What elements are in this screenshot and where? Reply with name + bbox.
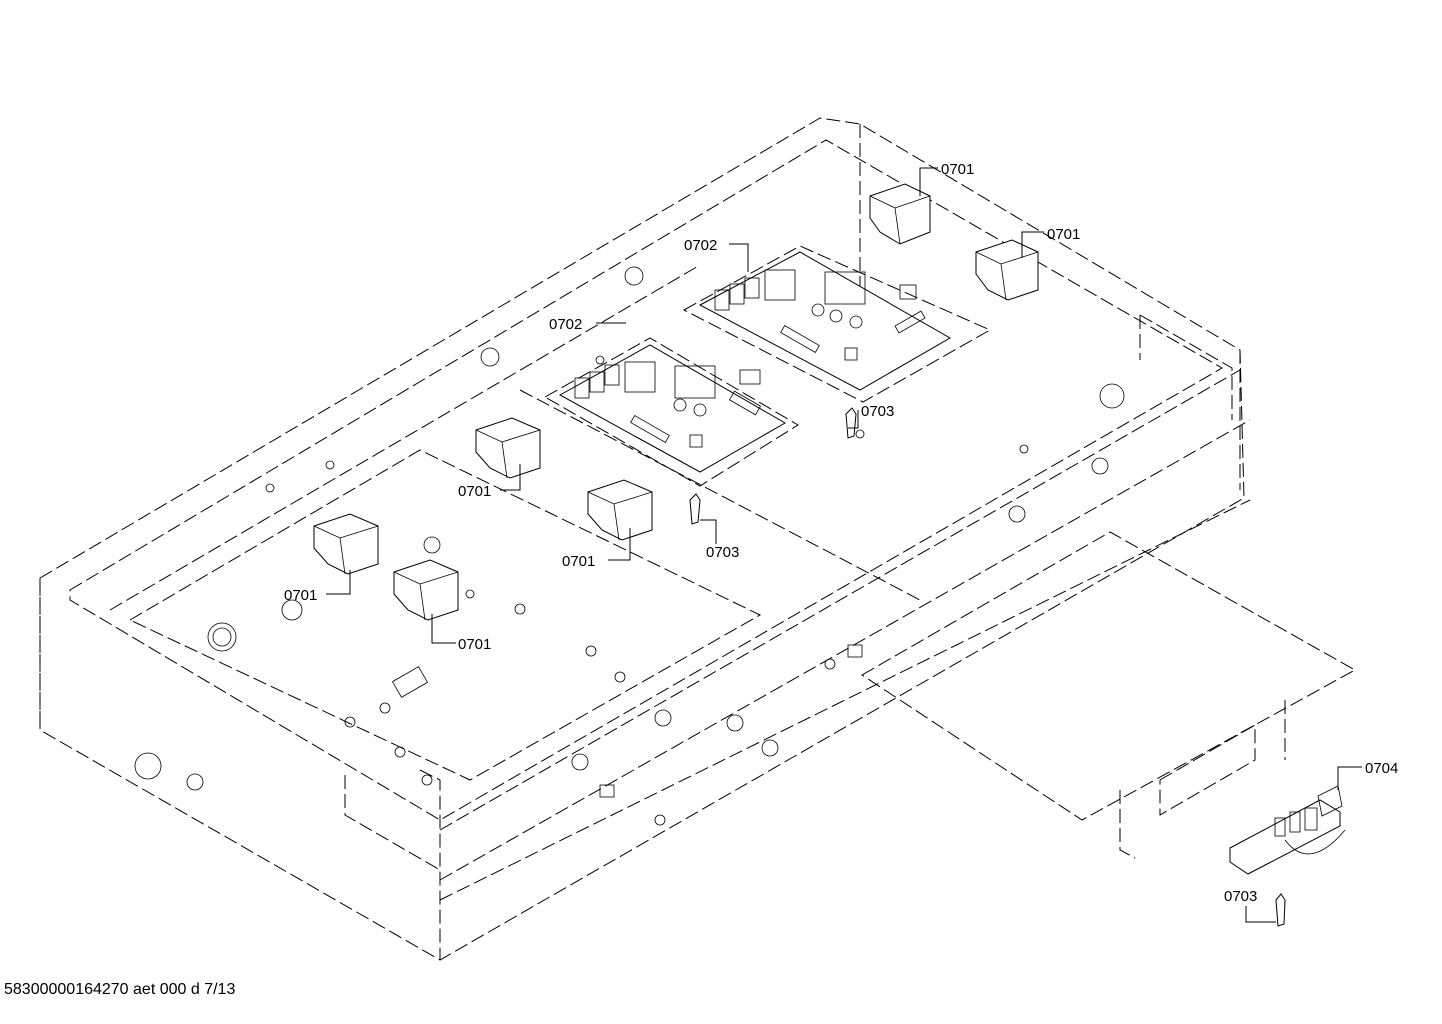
callout-label-board-left: 0702 xyxy=(549,316,582,333)
relay-3[interactable] xyxy=(475,417,541,479)
callout-label-filter-board: 0704 xyxy=(1365,760,1398,777)
relay-6[interactable] xyxy=(393,559,459,621)
callout-label-spacer-1: 0703 xyxy=(861,403,894,420)
relay-1[interactable] xyxy=(869,183,931,245)
callout-labels: 0701 0701 0702 0702 0703 0701 0701 0703 … xyxy=(284,161,1398,905)
relay-4[interactable] xyxy=(587,479,653,541)
callout-label-relay-1: 0701 xyxy=(941,161,974,178)
relay-2[interactable] xyxy=(975,239,1039,301)
spacer-3[interactable] xyxy=(1275,893,1286,927)
tray-outline xyxy=(39,117,1251,961)
leader-lines xyxy=(326,167,1362,923)
callout-label-relay-5: 0701 xyxy=(284,587,317,604)
callout-label-relay-6: 0701 xyxy=(458,636,491,653)
control-board-left[interactable] xyxy=(543,337,799,487)
relay-5[interactable] xyxy=(313,513,379,575)
spacer-2[interactable] xyxy=(689,493,701,525)
callout-label-relay-2: 0701 xyxy=(1047,226,1080,243)
callout-label-board-right: 0702 xyxy=(684,237,717,254)
callout-label-relay-3: 0701 xyxy=(458,483,491,500)
filter-board[interactable] xyxy=(1229,785,1346,875)
callout-label-spacer-2: 0703 xyxy=(706,544,739,561)
control-board-right[interactable] xyxy=(682,245,992,403)
spacer-1[interactable] xyxy=(845,407,857,439)
callout-label-relay-4: 0701 xyxy=(562,553,595,570)
drawing-code: 58300000164270 aet 000 d 7/13 xyxy=(4,981,236,998)
callout-label-spacer-3: 0703 xyxy=(1224,888,1257,905)
cover-plate xyxy=(861,531,1357,859)
tray-holes xyxy=(134,266,1125,826)
